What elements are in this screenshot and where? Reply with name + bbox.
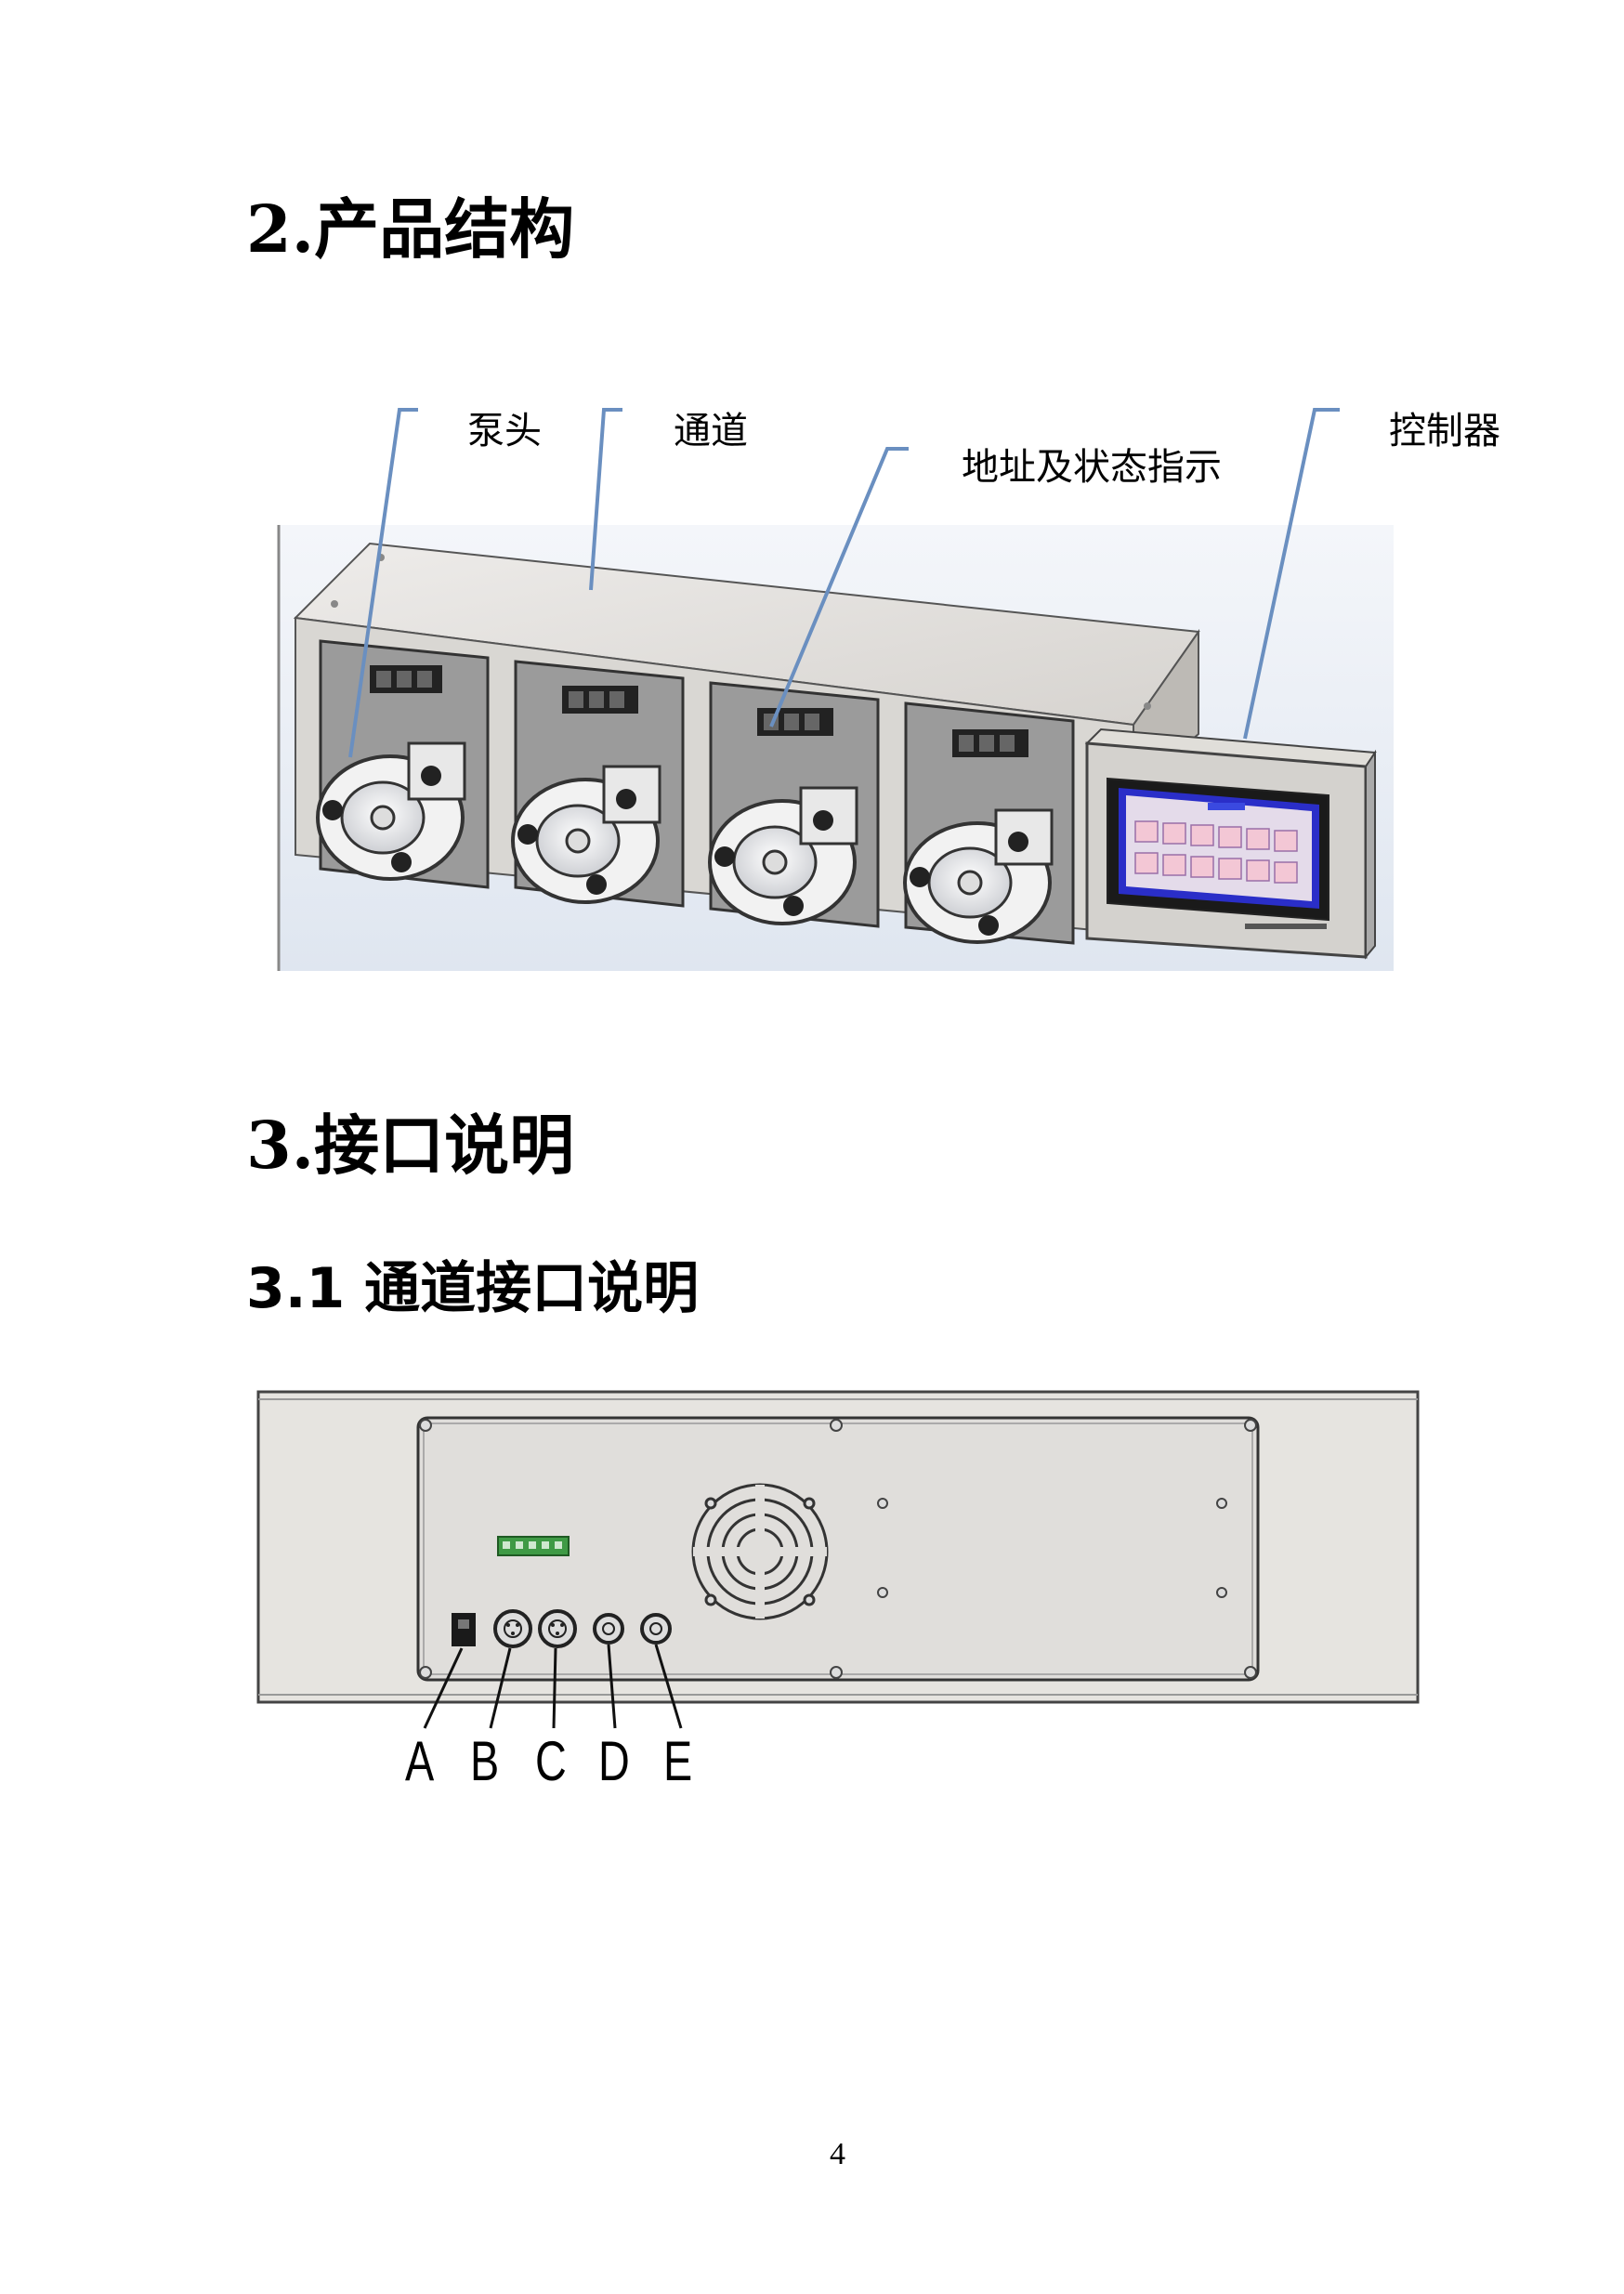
port-a-power-switch-icon (452, 1613, 476, 1646)
callout-controller: 控制器 (1389, 410, 1500, 452)
product-structure-figure (0, 0, 1624, 1022)
channel-panel (708, 681, 880, 928)
channel-panel (511, 660, 685, 908)
product-structure-illustration (277, 408, 1394, 971)
channel-panel (316, 639, 490, 889)
port-label-a: A (405, 1730, 435, 1792)
callout-channel: 通道 (674, 410, 748, 452)
section-heading-interface: 3.接口说明 (246, 1107, 575, 1184)
callout-leader-lines (348, 408, 1340, 758)
terminal-connector-icon (497, 1536, 570, 1556)
port-leader-lines (423, 1644, 683, 1729)
section-heading-product-structure: 2.产品结构 (246, 190, 575, 268)
fan-grille-icon (691, 1483, 829, 1620)
subsection-heading-channel-interface: 3.1 通道接口说明 (246, 1256, 700, 1321)
callout-address-status: 地址及状态指示 (962, 446, 1222, 489)
port-e-connector-icon (640, 1613, 672, 1645)
port-b-connector-icon (493, 1609, 532, 1648)
callout-pump-head: 泵头 (467, 410, 542, 452)
channel-panel (903, 701, 1075, 945)
port-c-connector-icon (538, 1609, 577, 1648)
port-d-connector-icon (593, 1613, 624, 1645)
port-label-c: C (535, 1730, 567, 1792)
controller-unit (1084, 728, 1377, 960)
port-label-d: D (598, 1730, 630, 1792)
rear-panel-illustration (256, 1390, 1420, 1729)
rear-panel-figure (0, 1357, 1624, 1802)
page-number: 4 (830, 2137, 845, 2171)
port-label-e: E (663, 1730, 693, 1792)
port-label-b: B (470, 1730, 500, 1792)
